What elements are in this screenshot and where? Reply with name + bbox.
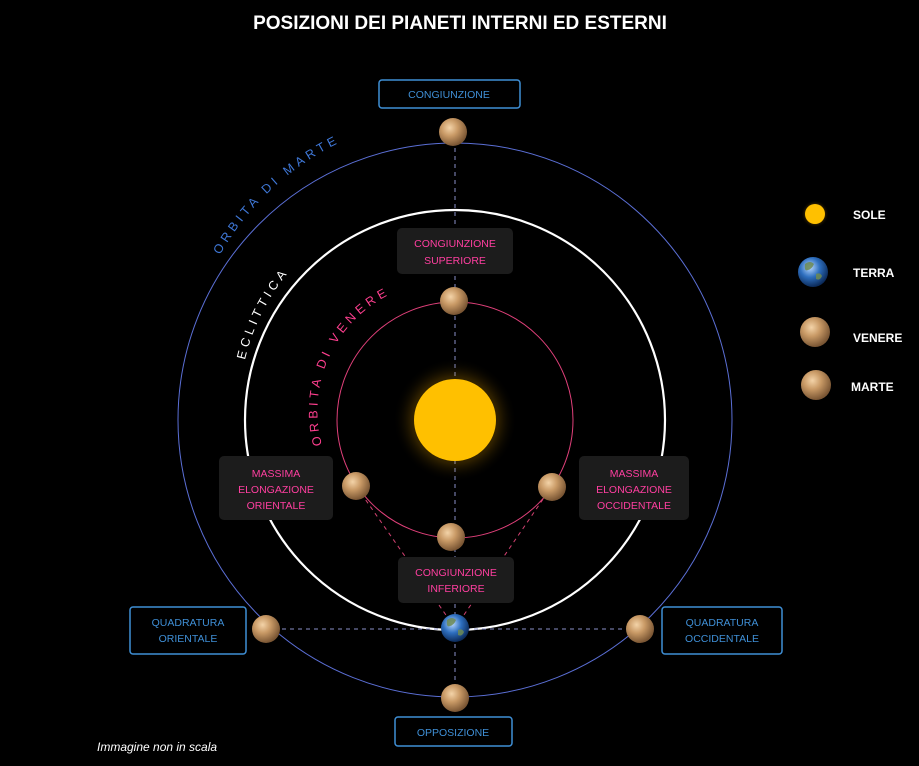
mars-western-quadrature-icon [626,615,654,643]
opposition-box [394,716,513,747]
western-quadrature-label-2: OCCIDENTALE [685,633,759,645]
venus-superior-conjunction-icon [440,287,468,315]
venus-orbit-label: ORBITA DI VENERE [306,284,392,447]
superior-conjunction-label-1: CONGIUNZIONE [414,238,496,250]
western-elongation-label-1: MASSIMA [610,468,658,480]
venus-inferior-conjunction-icon [437,523,465,551]
inferior-conjunction-box [398,557,514,603]
western-quadrature-box [661,606,783,655]
legend-earth-icon [798,257,828,287]
conjunction-label: CONGIUNZIONE [408,89,490,101]
mars-eastern-quadrature-icon [252,615,280,643]
inferior-conjunction-label-2: INFERIORE [427,583,484,595]
mars-opposition-icon [441,684,469,712]
eastern-elongation-label-3: ORIENTALE [247,500,306,512]
western-elongation-label-2: ELONGAZIONE [596,484,672,496]
superior-conjunction-label-2: SUPERIORE [424,255,486,267]
opposition-label: OPPOSIZIONE [417,727,489,739]
venus-western-elongation-icon [538,473,566,501]
legend-mars-icon [801,370,831,400]
eastern-quadrature-label-2: ORIENTALE [159,633,218,645]
eastern-quadrature-label-1: QUADRATURA [152,617,225,629]
western-elongation-label-3: OCCIDENTALE [597,500,671,512]
legend-venus-label: VENERE [853,331,902,345]
eastern-elongation-label-1: MASSIMA [252,468,300,480]
earth-icon [441,614,469,642]
mars-conjunction-icon [439,118,467,146]
eastern-elongation-label-2: ELONGAZIONE [238,484,314,496]
legend-earth-label: TERRA [853,266,895,280]
east-elongation-line [355,485,456,629]
superior-conjunction-box [397,228,513,274]
mars-orbit-label: ORBITA DI MARTE [210,132,342,256]
scale-note: Immagine non in scala [97,740,217,754]
eastern-elongation-box [219,456,333,520]
inferior-conjunction-label-1: CONGIUNZIONE [415,567,497,579]
ecliptic-label: ECLITTICA [234,264,291,360]
legend-sun-label: SOLE [853,208,886,222]
western-quadrature-label-1: QUADRATURA [686,617,759,629]
legend-mars-label: MARTE [851,380,894,394]
conjunction-box [378,79,521,109]
eastern-quadrature-box [129,606,247,655]
western-elongation-box [579,456,689,520]
page-title: POSIZIONI DEI PIANETI INTERNI ED ESTERNI [253,13,667,34]
venus-eastern-elongation-icon [342,472,370,500]
legend-sun-icon [805,204,825,224]
sun-icon [414,379,496,461]
legend-venus-icon [800,317,830,347]
